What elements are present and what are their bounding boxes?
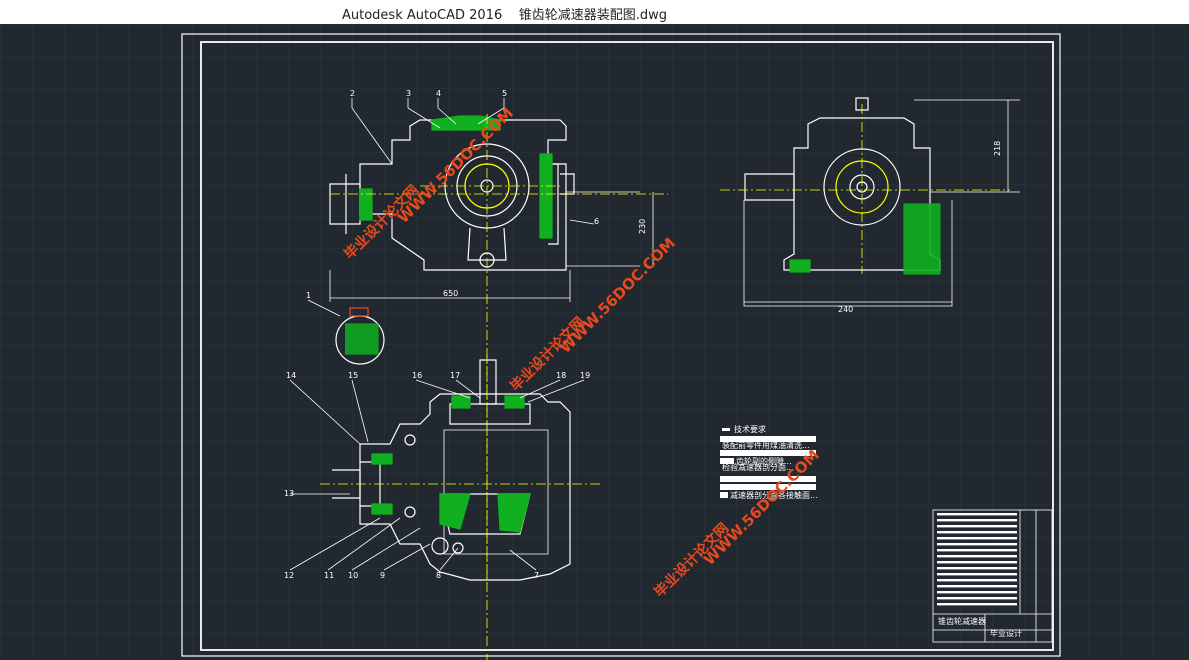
balloon-15: 15 — [348, 371, 358, 380]
balloon-10: 10 — [348, 571, 358, 580]
balloon-16: 16 — [412, 371, 422, 380]
tech-line-4: 减速器剖分面各接触面... — [730, 490, 818, 500]
balloon-13: 13 — [284, 489, 294, 498]
title-bar: Autodesk AutoCAD 2016 锥齿轮减速器装配图.dwg — [0, 0, 1189, 24]
balloon-17: 17 — [450, 371, 460, 380]
front-view[interactable]: 230 650 — [329, 114, 668, 660]
balloon-11: 11 — [324, 571, 334, 580]
balloon-19: 19 — [580, 371, 590, 380]
tech-heading: 技术要求 — [734, 424, 766, 434]
designer: 毕业设计 — [990, 628, 1022, 638]
balloon-4: 4 — [436, 89, 441, 98]
part-balloons[interactable] — [289, 98, 595, 571]
balloon-8: 8 — [436, 571, 441, 580]
balloon-14: 14 — [286, 371, 296, 380]
balloon-18: 18 — [556, 371, 566, 380]
balloon-labels: 2 3 4 5 6 1 14 15 16 17 18 19 13 12 11 1… — [284, 89, 599, 580]
dim-front-width: 650 — [443, 289, 458, 298]
dim-front-height: 230 — [638, 219, 647, 234]
window-title: Autodesk AutoCAD 2016 锥齿轮减速器装配图.dwg — [342, 8, 668, 23]
tech-line-1: 装配前零件用煤油清洗... — [722, 440, 810, 450]
balloon-7: 7 — [534, 571, 539, 580]
sheet-outer-border — [181, 33, 1061, 657]
tech-line-2: 齿轮副的侧隙... — [736, 456, 792, 466]
title-block[interactable] — [932, 509, 1053, 643]
cad-drawing[interactable]: 230 650 240 218 — [0, 24, 1189, 660]
balloon-1: 1 — [306, 291, 311, 300]
drawing-name: 锥齿轮减速器 — [938, 616, 986, 626]
technical-requirements[interactable]: 技术要求 装配前零件用煤油清洗... 齿轮副的侧隙... 检验减速器剖分面...… — [720, 424, 818, 500]
detail-view-1[interactable] — [335, 307, 385, 365]
dim-side-height: 218 — [993, 141, 1002, 156]
balloon-5: 5 — [502, 89, 507, 98]
side-view[interactable]: 240 218 — [720, 97, 1020, 314]
title-block-rows: 锥齿轮减速器 毕业设计 — [937, 513, 1022, 638]
balloon-9: 9 — [380, 571, 385, 580]
plan-view[interactable] — [320, 354, 600, 584]
balloon-12: 12 — [284, 571, 294, 580]
balloon-2: 2 — [350, 89, 355, 98]
balloon-3: 3 — [406, 89, 411, 98]
sheet-inner-border — [200, 41, 1054, 651]
balloon-6: 6 — [594, 217, 599, 226]
dim-side-width: 240 — [838, 305, 853, 314]
grid-background — [0, 24, 1189, 660]
tech-line-3: 检验减速器剖分面... — [722, 462, 794, 472]
drawing-canvas[interactable]: 230 650 240 218 — [0, 24, 1189, 660]
